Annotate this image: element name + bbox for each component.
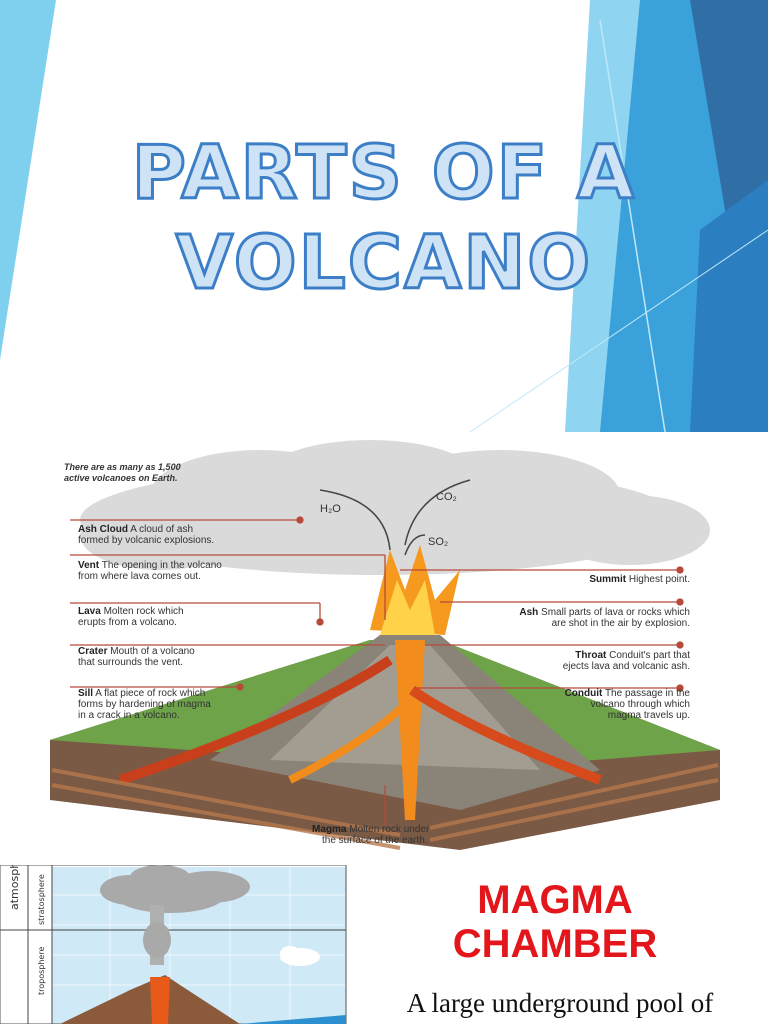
sill-magma xyxy=(288,697,413,784)
label-term: Summit xyxy=(589,574,627,585)
fact-line: active volcanoes on Earth. xyxy=(64,473,178,483)
lava-flow-left xyxy=(118,655,393,785)
volcano-fact: There are as many as 1,500 active volcan… xyxy=(64,462,181,484)
deco-line xyxy=(469,229,768,433)
co2-arrow xyxy=(404,479,471,546)
label-crater: Crater Mouth of a volcano that surrounds… xyxy=(78,646,195,668)
label-desc: erupts from a volcano. xyxy=(78,617,177,628)
label-ash-cloud: Ash Cloud A cloud of ash formed by volca… xyxy=(78,524,214,546)
right-leader-lines xyxy=(384,566,684,825)
atmosphere-diagram: atmosphere stratosphere troposphere xyxy=(0,865,347,1024)
label-desc: from where lava comes out. xyxy=(78,571,201,582)
label-desc: ejects lava and volcanic ash. xyxy=(562,661,690,672)
label-desc: the surface of the earth. xyxy=(322,835,428,846)
label-desc: Molten rock which xyxy=(103,606,184,617)
magma-chamber-title-line-1: MAGMA xyxy=(477,878,633,922)
atmosphere-label: atmosphere xyxy=(8,865,21,910)
slide-title: PARTS OF A VOLCANO xyxy=(0,128,768,308)
magma-chamber-title-line-2: CHAMBER xyxy=(452,922,658,966)
label-desc: forms by hardening of magma xyxy=(78,699,211,710)
h2o-arrow xyxy=(319,489,391,551)
magma-chamber-title: MAGMA CHAMBER xyxy=(380,878,730,966)
gas-so2: SO₂ xyxy=(428,536,449,548)
conduit-magma xyxy=(395,640,425,820)
title-line-1: PARTS OF A xyxy=(130,129,637,218)
label-summit: Summit Highest point. xyxy=(470,574,690,585)
label-conduit: Conduit The passage in the volcano throu… xyxy=(470,688,690,721)
deco-line xyxy=(599,19,666,433)
eruption-core xyxy=(380,580,435,635)
gas-h2o: H₂O xyxy=(320,503,341,515)
magma-chamber-description: A large underground pool of xyxy=(406,988,714,1018)
so2-arrow xyxy=(404,534,426,556)
gas-co2: CO₂ xyxy=(436,491,457,503)
label-desc: that surrounds the vent. xyxy=(78,657,184,668)
label-vent: Vent The opening in the volcano from whe… xyxy=(78,560,222,582)
rock-strata xyxy=(51,763,719,850)
label-term: Magma xyxy=(312,824,347,835)
label-desc: A flat piece of rock which xyxy=(95,688,206,699)
label-term: Vent xyxy=(78,560,100,571)
volcano-small xyxy=(60,975,240,1024)
label-lava: Lava Molten rock which erupts from a vol… xyxy=(78,606,184,628)
small-cloud xyxy=(280,946,320,966)
left-leader-lines xyxy=(70,516,386,691)
label-sill: Sill A flat piece of rock which forms by… xyxy=(78,688,211,721)
lava-flow-right xyxy=(409,685,602,785)
label-throat: Throat Conduit's part that ejects lava a… xyxy=(470,650,690,672)
label-desc: A cloud of ash xyxy=(130,524,194,535)
label-desc: The opening in the volcano xyxy=(101,560,222,571)
label-desc: formed by volcanic explosions. xyxy=(78,535,215,546)
label-term: Ash xyxy=(519,607,539,618)
volcano-diagram xyxy=(50,440,720,850)
label-term: Throat xyxy=(575,650,607,661)
label-desc: Highest point. xyxy=(628,574,690,585)
label-ash: Ash Small parts of lava or rocks which a… xyxy=(430,607,690,629)
label-desc: Mouth of a volcano xyxy=(110,646,195,657)
label-desc: magma travels up. xyxy=(607,710,690,721)
frame xyxy=(0,865,347,1024)
label-term: Crater xyxy=(78,646,108,657)
title-line-2: VOLCANO xyxy=(174,219,593,308)
label-desc: in a crack in a volcano. xyxy=(78,710,180,721)
left-deco-triangle xyxy=(0,0,56,360)
sea xyxy=(240,1015,346,1024)
label-desc: Molten rock under xyxy=(349,824,430,835)
fact-line: There are as many as 1,500 xyxy=(64,462,181,472)
label-term: Sill xyxy=(78,688,94,699)
label-desc: volcano through which xyxy=(590,699,690,710)
label-desc: The passage in the xyxy=(604,688,690,699)
label-desc: Conduit's part that xyxy=(609,650,690,661)
stratosphere-label: stratosphere xyxy=(37,874,46,925)
label-magma: Magma Molten rock under the surface of t… xyxy=(312,824,429,846)
label-term: Lava xyxy=(78,606,101,617)
label-desc: Small parts of lava or rocks which xyxy=(541,607,690,618)
label-desc: are shot in the air by explosion. xyxy=(551,618,690,629)
label-term: Ash Cloud xyxy=(78,524,128,535)
magma-small xyxy=(150,977,170,1024)
label-term: Conduit xyxy=(564,688,603,699)
ash-plume xyxy=(100,865,250,965)
troposphere-label: troposphere xyxy=(37,947,46,995)
